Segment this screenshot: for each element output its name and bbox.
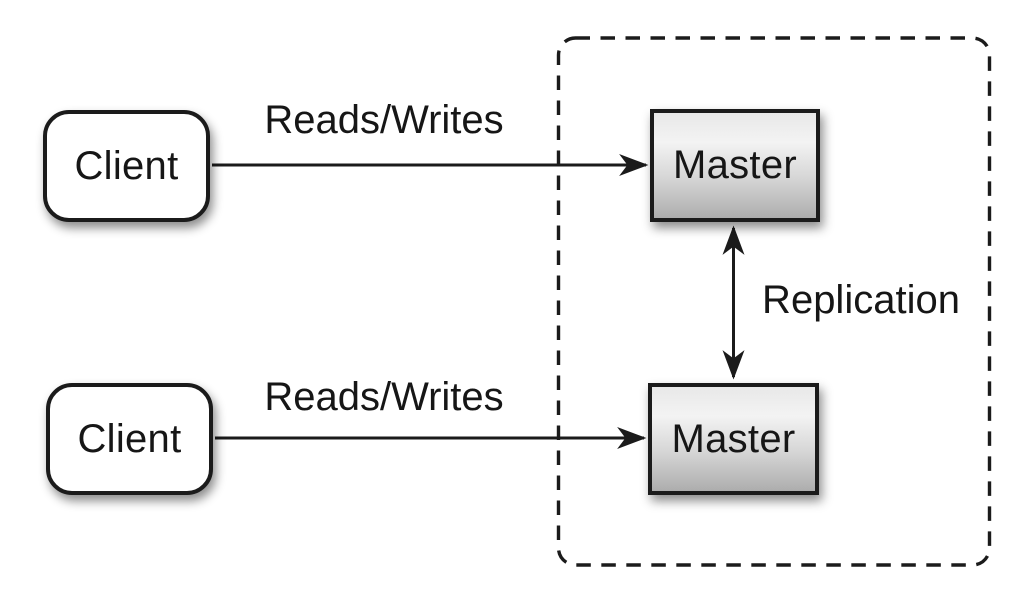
master-node-top: Master xyxy=(650,109,820,222)
client-node-top: Client xyxy=(43,110,210,222)
replication-label: Replication xyxy=(762,278,960,322)
master-node-bottom: Master xyxy=(648,383,819,495)
master-node-bottom-label: Master xyxy=(671,416,796,461)
client-node-bottom: Client xyxy=(46,383,213,495)
master-node-top-label: Master xyxy=(672,143,798,187)
reads-writes-label-bottom: Reads/Writes xyxy=(264,375,504,419)
reads-writes-label-top: Reads/Writes xyxy=(264,98,504,142)
client-node-bottom-label: Client xyxy=(77,416,182,461)
client-node-top-label: Client xyxy=(74,143,179,188)
